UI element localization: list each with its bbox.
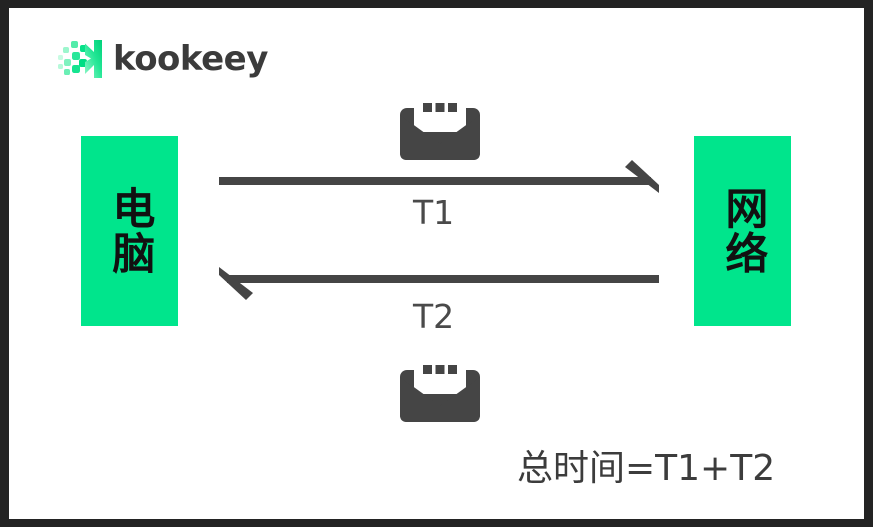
arrow-request-right — [219, 160, 659, 193]
node-computer: 电脑 — [81, 136, 178, 326]
brand-logo: kookeey — [58, 40, 268, 78]
flow-label-t1: T1 — [413, 193, 455, 232]
total-time-formula: 总时间=T1+T2 — [517, 448, 776, 489]
brand-wordmark: kookeey — [113, 39, 268, 79]
kookeey-logo-mark-icon — [58, 40, 102, 78]
envelope-icon — [400, 350, 480, 422]
envelope-icon — [400, 88, 480, 160]
flow-label-t2: T2 — [413, 297, 455, 336]
node-computer-label: 电脑 — [104, 186, 155, 276]
arrow-response-left — [219, 267, 659, 300]
diagram-canvas: kookeey 电脑 网络 — [9, 8, 864, 519]
node-network-label: 网络 — [717, 186, 768, 276]
node-network: 网络 — [694, 136, 791, 326]
